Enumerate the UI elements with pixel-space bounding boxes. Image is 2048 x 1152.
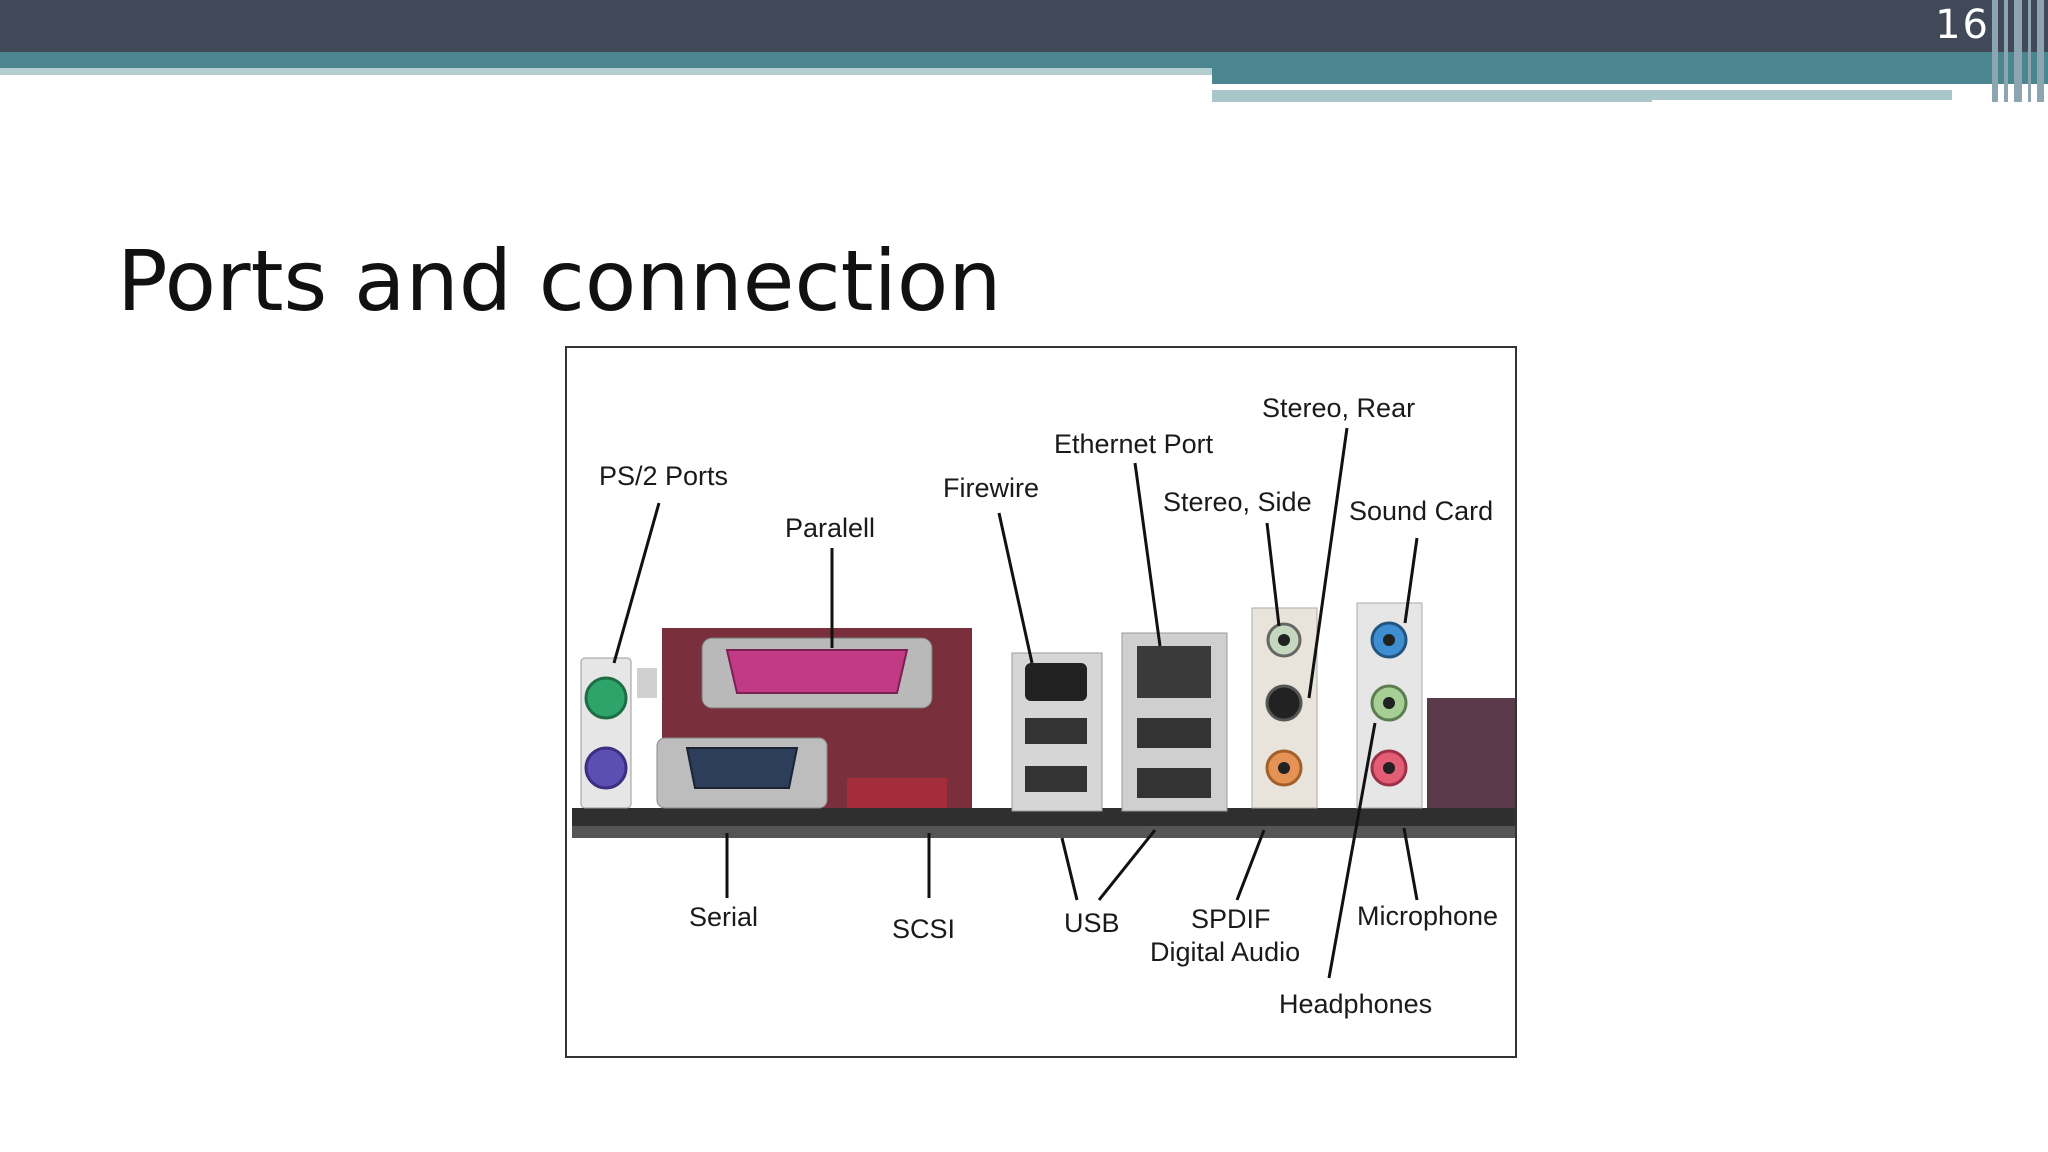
label-ps2-ports: PS/2 Ports — [599, 461, 729, 491]
stereo-rear-jack — [1265, 684, 1303, 722]
motherboard-ports-illustration — [572, 427, 1515, 979]
label-digital-audio: Digital Audio — [1150, 937, 1301, 967]
label-parallel: Paralell — [785, 513, 876, 543]
board-components — [1427, 698, 1515, 808]
label-scsi: SCSI — [892, 914, 956, 944]
usb-port-3 — [1137, 718, 1211, 748]
header-stripe-right-light-2 — [1652, 90, 1952, 100]
usb-port-2 — [1025, 766, 1087, 792]
usb-port-1 — [1025, 718, 1087, 744]
usb-port-4 — [1137, 768, 1211, 798]
label-spdif: SPDIF — [1191, 904, 1271, 934]
header-bar — [0, 0, 2048, 52]
leader-lines — [612, 427, 1419, 979]
label-microphone: Microphone — [1357, 901, 1499, 931]
header-stripe-gap — [1212, 84, 2048, 90]
slide-title: Ports and connection — [117, 232, 1002, 330]
header-stripe-right — [1212, 68, 2048, 84]
page-number: 16 — [1935, 2, 1990, 48]
label-ethernet-port: Ethernet Port — [1054, 429, 1214, 459]
scsi-port — [847, 778, 947, 808]
label-stereo-rear: Stereo, Rear — [1262, 393, 1416, 423]
label-stereo-side: Stereo, Side — [1163, 487, 1312, 517]
serial-port — [685, 747, 799, 789]
ethernet-port — [1137, 646, 1211, 698]
label-firewire: Firewire — [943, 473, 1040, 503]
header-vertical-bars — [1988, 0, 2048, 102]
label-headphones: Headphones — [1279, 989, 1433, 1019]
label-sound-card: Sound Card — [1349, 496, 1494, 526]
header-stripe-right-light — [1212, 90, 1652, 102]
label-usb: USB — [1064, 908, 1120, 938]
header-stripe-light — [0, 68, 1212, 75]
ps2-port-green — [584, 676, 628, 720]
ports-diagram: PS/2 Ports Paralell Firewire Ethernet Po… — [565, 346, 1517, 1058]
firewire-port — [1025, 663, 1087, 701]
ps2-port-purple — [584, 746, 628, 790]
parallel-port — [725, 649, 909, 694]
label-serial: Serial — [689, 902, 759, 932]
header-stripe — [0, 52, 2048, 68]
